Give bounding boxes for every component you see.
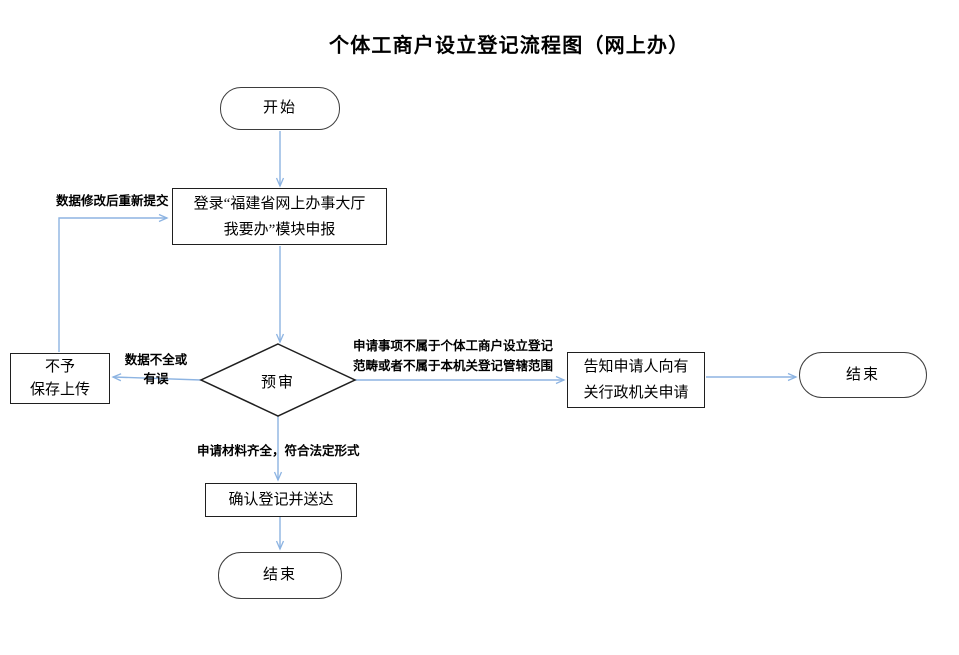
edge-label-materials-complete: 申请材料齐全，符合法定形式 xyxy=(197,444,360,458)
inform-applicant-node: 告知申请人向有 关行政机关申请 xyxy=(567,352,705,408)
end-node-bottom-label: 结束 xyxy=(262,567,297,583)
precheck-diamond-shape xyxy=(199,343,357,417)
login-process-line1: 登录“福建省网上办事大厅 xyxy=(193,195,366,212)
end-node-right: 结束 xyxy=(799,352,927,398)
confirm-registration-node: 确认登记并送达 xyxy=(205,483,357,517)
inform-line2: 关行政机关申请 xyxy=(583,385,689,401)
edge-label-resubmit: 数据修改后重新提交 xyxy=(56,194,169,208)
edge-label-incomplete-data: 数据不全或 有误 xyxy=(116,351,196,389)
confirm-registration-label: 确认登记并送达 xyxy=(228,491,334,508)
inform-line1: 告知申请人向有 xyxy=(583,359,689,375)
edge-precheck-to-reject xyxy=(111,373,202,382)
edge-label-incomplete-line1: 数据不全或 xyxy=(124,353,188,367)
reject-line2: 保存上传 xyxy=(29,381,90,398)
end-node-right-label: 结束 xyxy=(845,366,880,383)
reject-line1: 不予 xyxy=(44,358,75,375)
edge-label-not-in-scope-line1: 申请事项不属于个体工商户设立登记 xyxy=(353,339,554,353)
edge-reject-feedback-to-login xyxy=(58,213,169,352)
edge-label-not-in-scope-line2: 范畴或者不属于本机关登记管辖范围 xyxy=(353,359,554,373)
end-node-bottom: 结束 xyxy=(218,552,342,599)
reject-save-upload-node: 不予 保存上传 xyxy=(10,353,110,404)
edge-label-not-in-scope: 申请事项不属于个体工商户设立登记 范畴或者不属于本机关登记管辖范围 xyxy=(353,336,553,376)
login-process-node: 登录“福建省网上办事大厅 我要办”模块申报 xyxy=(172,188,387,245)
flowchart-title: 个体工商户设立登记流程图（网上办） xyxy=(329,35,690,57)
edge-label-incomplete-line2: 有误 xyxy=(143,372,169,386)
login-process-line2: 我要办”模块申报 xyxy=(223,221,336,238)
start-node: 开始 xyxy=(220,87,340,130)
start-node-label: 开始 xyxy=(262,100,297,116)
precheck-decision-label: 预审 xyxy=(260,375,295,391)
